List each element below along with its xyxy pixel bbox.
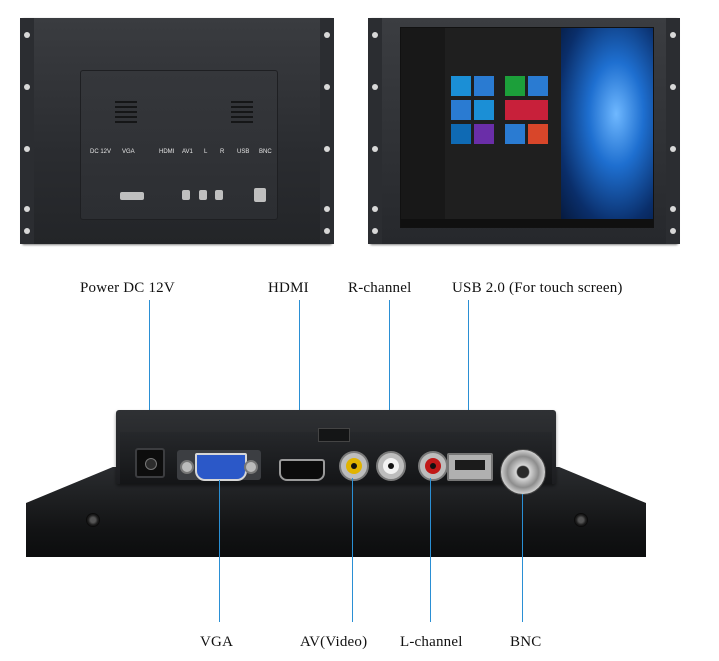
front-mounting-ear-left [368,18,382,244]
back-r-port [215,190,223,200]
guide-line-usb [468,300,469,454]
tile-icon [505,76,525,96]
label-vga: VGA [200,634,234,650]
label-hdmi: HDMI [268,280,309,296]
guide-line-bnc [522,494,523,622]
rear-housing [80,70,278,220]
label-r-channel: R-channel [348,280,412,296]
display-screen [400,27,654,228]
monitor-front-photo [368,18,680,244]
screw-icon [86,513,100,527]
tile-icon [451,100,471,120]
back-label-bnc: BNC [259,149,272,155]
tile-icon [505,124,525,144]
back-label-av1: AV1 [182,149,193,155]
mounting-ear-right [320,18,334,244]
back-label-usb: USB [237,149,250,155]
mounting-ear-left [20,18,34,244]
usb-port [447,453,493,481]
monitor-back-photo: DC 12V VGA HDMI AV1 L R USB BNC [20,18,334,244]
back-label-vga: VGA [122,149,135,155]
av-video-jack [339,451,369,481]
back-bnc-port [254,188,266,202]
back-av-port [182,190,190,200]
guide-line-vga [219,480,220,622]
guide-line-l [430,478,431,622]
guide-line-power [149,300,150,450]
tile-icon [528,124,548,144]
housing-tab [318,428,350,442]
bnc-connector [500,449,546,495]
vga-port [177,450,261,481]
front-mounting-ear-right [666,18,680,244]
l-channel-jack [418,451,448,481]
back-label-dc: DC 12V [90,149,112,155]
guide-line-hdmi [299,300,300,460]
label-power-dc: Power DC 12V [80,280,175,296]
guide-line-r [389,300,390,454]
label-l-channel: L-channel [400,634,463,650]
tile-icon [474,76,494,96]
start-menu-app-list [401,28,445,219]
tile-icon [474,100,494,120]
windows-wallpaper [561,28,653,219]
tile-icon [451,124,471,144]
tile-icon [451,76,471,96]
guide-line-av [352,478,353,622]
label-usb: USB 2.0 (For touch screen) [452,280,623,296]
label-av-video: AV(Video) [300,634,368,650]
start-menu-image [401,28,561,219]
vent-right [231,101,253,123]
hdmi-port [279,459,325,481]
tile-icon [505,100,548,120]
power-dc-jack [135,448,165,478]
tile-icon [528,76,548,96]
back-vga-port [120,192,144,200]
back-l-port [199,190,207,200]
r-channel-jack [376,451,406,481]
back-label-hdmi: HDMI [159,149,175,155]
screw-icon [574,513,588,527]
back-label-r: R [220,149,225,155]
taskbar [401,219,653,227]
label-bnc: BNC [510,634,542,650]
tile-icon [474,124,494,144]
vent-left [115,101,137,123]
back-label-l: L [204,149,208,155]
